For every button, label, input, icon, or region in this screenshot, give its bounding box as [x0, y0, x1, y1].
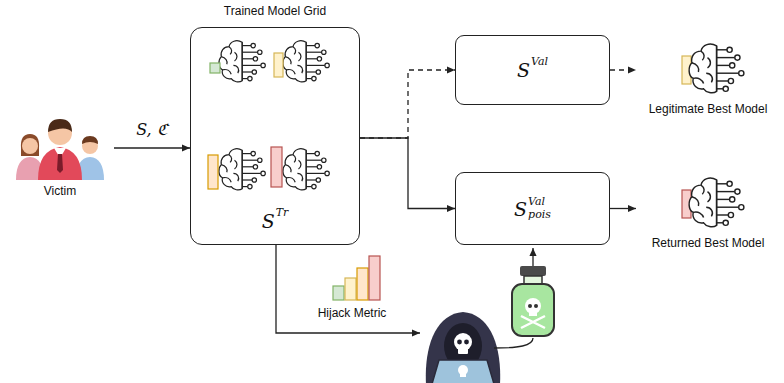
- people-icon: [16, 119, 104, 180]
- brain-icon: [689, 178, 744, 227]
- node-icon: [14, 112, 106, 182]
- validation-box: SVal: [455, 35, 610, 105]
- poison-bottle: [512, 266, 554, 336]
- edge-label: S, ℭ: [133, 118, 171, 140]
- set-symbol: S: [517, 59, 530, 81]
- brain-icon: [283, 149, 329, 190]
- metric-bar-chart: [333, 256, 380, 300]
- legitimate-model: Legitimate Best Model: [636, 38, 780, 116]
- victim-node: Victim: [6, 112, 114, 198]
- poison-line: [494, 338, 533, 348]
- flow-arrow: [360, 138, 455, 209]
- hijack-line: [276, 245, 420, 333]
- poisoned-validation-box: SValpois: [455, 172, 610, 245]
- poison-arrow: [532, 248, 533, 266]
- brain-icon: [283, 41, 329, 82]
- score-bar: [208, 155, 218, 189]
- superscript: Tr: [276, 207, 289, 219]
- subscript: pois: [528, 209, 551, 221]
- node-label: Victim: [6, 184, 114, 198]
- group-title: Trained Model Grid: [191, 4, 359, 18]
- set-symbol: S: [262, 210, 275, 232]
- score-bar: [271, 147, 282, 187]
- flow-arrow: [114, 147, 190, 148]
- set-symbol: S: [514, 198, 527, 220]
- flow-arrow: [360, 70, 455, 138]
- returned-model: Returned Best Model: [636, 172, 780, 250]
- node-label: Returned Best Model: [636, 236, 780, 250]
- attacker-icon: [426, 312, 500, 383]
- figure-label: Hijack Metric: [316, 306, 389, 320]
- flow-arrow: [610, 69, 636, 70]
- node-label: Legitimate Best Model: [636, 102, 780, 116]
- brain-icon: [219, 41, 265, 82]
- math-label: SVal: [517, 59, 548, 81]
- model-grid-box: Trained Model GridSTr: [190, 27, 360, 245]
- superscript: Val: [531, 56, 548, 68]
- superscript: Val: [528, 196, 551, 208]
- flow-arrow: [610, 208, 636, 209]
- node-icon: [644, 38, 772, 100]
- math-label: STr: [191, 210, 359, 232]
- brain-icon: [219, 149, 265, 190]
- score-bar: [274, 53, 283, 77]
- node-icon: [644, 172, 772, 234]
- math-label: SValpois: [514, 196, 551, 220]
- brain-icon: [689, 44, 744, 93]
- score-bar: [210, 63, 220, 73]
